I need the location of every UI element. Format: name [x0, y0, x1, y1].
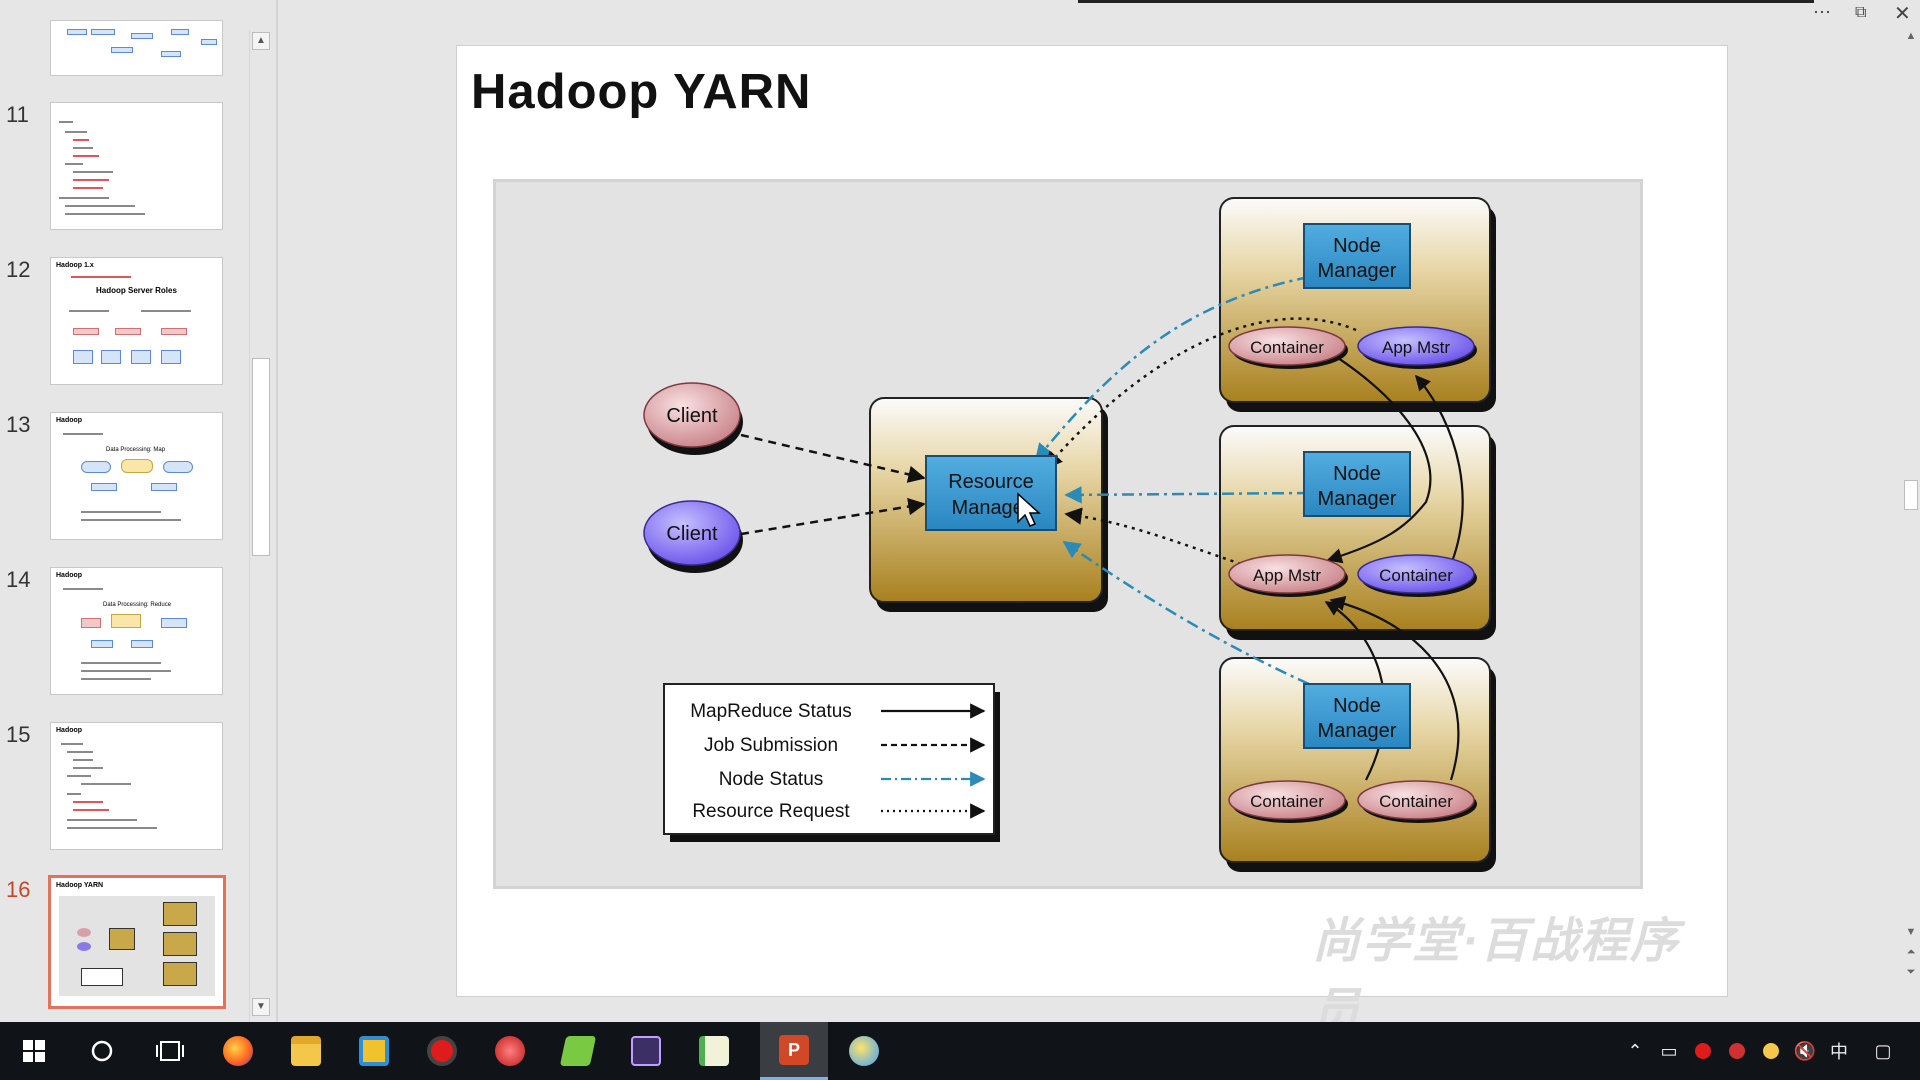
- slide-number: 16: [6, 877, 31, 902]
- slide-number: 15: [6, 722, 31, 747]
- mouse-cursor-icon: [1017, 492, 1041, 527]
- start-icon[interactable]: [0, 1022, 68, 1080]
- powerpoint-icon[interactable]: P: [760, 1022, 828, 1080]
- container-ellipse[interactable]: Container: [1357, 780, 1477, 823]
- app-green-icon[interactable]: [544, 1022, 612, 1080]
- file-explorer-icon[interactable]: [272, 1022, 340, 1080]
- scroll-down-button[interactable]: ▼: [252, 998, 270, 1016]
- slide-title[interactable]: Hadoop YARN: [471, 65, 812, 119]
- svg-text:Container: Container: [1250, 338, 1324, 357]
- restore-icon[interactable]: ⧉: [1855, 4, 1867, 21]
- scroll-down-button[interactable]: ▼: [1905, 926, 1917, 938]
- scrollbar-thumb[interactable]: [252, 358, 270, 556]
- scroll-up-button[interactable]: ▲: [252, 32, 270, 50]
- slide-thumbnail[interactable]: [50, 20, 223, 76]
- record-icon[interactable]: [1686, 1022, 1720, 1080]
- svg-text:Manager: Manager: [1318, 260, 1397, 282]
- svg-text:Node: Node: [1333, 235, 1381, 257]
- previous-slide-button[interactable]: ⏶: [1906, 946, 1916, 958]
- next-slide-button[interactable]: ⏷: [1906, 966, 1916, 978]
- app-master-ellipse[interactable]: App Mstr: [1228, 554, 1348, 597]
- node-manager-box[interactable]: Node Manager: [1303, 451, 1411, 517]
- battery-icon[interactable]: ▭: [1660, 1040, 1678, 1061]
- svg-text:Client: Client: [666, 523, 718, 545]
- svg-text:Resource: Resource: [948, 471, 1034, 493]
- slide-thumbnail[interactable]: Hadoop: [50, 722, 223, 850]
- job-submission-arrow: [740, 497, 926, 536]
- svg-text:Manager: Manager: [952, 497, 1031, 519]
- close-icon[interactable]: ✕: [1894, 3, 1911, 25]
- svg-text:Job Submission: Job Submission: [704, 735, 838, 756]
- progress-line: [1078, 0, 1814, 3]
- yarn-architecture-diagram[interactable]: Node Manager Node Manager Node Manager R…: [493, 179, 1643, 889]
- volume-muted-icon[interactable]: 🔇: [1793, 1040, 1817, 1061]
- chat-icon[interactable]: [830, 1022, 898, 1080]
- weather-icon[interactable]: [1754, 1022, 1788, 1080]
- watermark-logo: 尚学堂·百战程序员: [1312, 915, 1680, 1038]
- svg-text:Container: Container: [1379, 566, 1453, 585]
- node-manager-box[interactable]: Node Manager: [1303, 683, 1411, 749]
- container-ellipse[interactable]: Container: [1228, 780, 1348, 823]
- container-ellipse[interactable]: Container: [1357, 554, 1477, 597]
- mapreduce-status-arrow: [1324, 601, 1386, 781]
- slide-number: 11: [6, 102, 29, 127]
- resource-manager-box[interactable]: Resource Manager: [925, 455, 1057, 531]
- chevron-up-icon[interactable]: ⌃: [1627, 1040, 1643, 1061]
- scrollbar-thumb[interactable]: [1904, 480, 1918, 510]
- slide-thumbnail-selected[interactable]: Hadoop YARN: [48, 875, 226, 1009]
- node-manager-box[interactable]: Node Manager: [1303, 223, 1411, 289]
- svg-text:Resource Request: Resource Request: [692, 801, 850, 822]
- svg-text:Node Status: Node Status: [719, 769, 824, 790]
- slide-thumbnail[interactable]: Hadoop Data Processing: Map: [50, 412, 223, 540]
- slide-thumbnail-pane: 11 12 Hadoop 1.x Hadoop Server Roles: [0, 0, 278, 1022]
- pane-divider[interactable]: [276, 0, 278, 1022]
- input-method-indicator[interactable]: 中: [1830, 1042, 1848, 1062]
- app-red-icon[interactable]: [476, 1022, 544, 1080]
- svg-text:Container: Container: [1250, 792, 1324, 811]
- slide-thumbnail[interactable]: [50, 102, 223, 230]
- mapreduce-status-arrow: [1329, 596, 1460, 781]
- store-icon[interactable]: [340, 1022, 408, 1080]
- slide-number: 12: [6, 257, 31, 282]
- svg-text:App Mstr: App Mstr: [1382, 338, 1450, 357]
- scroll-up-button[interactable]: ▲: [1905, 30, 1917, 42]
- svg-text:Container: Container: [1379, 792, 1453, 811]
- node-status-arrow: [1064, 486, 1310, 504]
- slide-scrollbar[interactable]: ▲ ▼ ⏶ ⏷: [1902, 28, 1920, 994]
- slide-thumbnail[interactable]: Hadoop 1.x Hadoop Server Roles: [50, 257, 223, 385]
- diagram-legend[interactable]: MapReduce Status Job Submission Node Sta…: [663, 683, 1000, 842]
- mapreduce-status-arrow: [1414, 374, 1464, 577]
- slide-thumbnail[interactable]: Hadoop Data Processing: Reduce: [50, 567, 223, 695]
- slide-canvas[interactable]: Hadoop YARN: [456, 45, 1728, 1038]
- firefox-icon[interactable]: [204, 1022, 272, 1080]
- ide-icon[interactable]: [612, 1022, 680, 1080]
- svg-text:MapReduce Status: MapReduce Status: [690, 701, 852, 722]
- more-options-icon[interactable]: ⋯: [1813, 2, 1831, 22]
- cortana-icon[interactable]: [68, 1022, 136, 1080]
- client-ellipse[interactable]: Client: [643, 382, 743, 455]
- task-view-icon[interactable]: [136, 1022, 204, 1080]
- resource-request-arrow: [1064, 507, 1242, 566]
- app-master-ellipse[interactable]: App Mstr: [1357, 326, 1477, 369]
- notepad-icon[interactable]: [680, 1022, 748, 1080]
- slide-number: 14: [6, 567, 31, 592]
- taskbar: P ⌃ ▭ 🔇 中 ▢: [0, 1022, 1920, 1080]
- svg-text:Manager: Manager: [1318, 720, 1397, 742]
- app-tray-icon[interactable]: [1720, 1022, 1754, 1080]
- thumbnail-scrollbar[interactable]: ▲ ▼: [249, 30, 271, 1022]
- svg-text:Manager: Manager: [1318, 488, 1397, 510]
- svg-text:Node: Node: [1333, 695, 1381, 717]
- slide-number: 13: [6, 412, 31, 437]
- svg-text:Client: Client: [666, 405, 718, 427]
- container-ellipse[interactable]: Container: [1228, 326, 1348, 369]
- mapreduce-status-arrow: [1315, 343, 1432, 564]
- job-submission-arrow: [740, 433, 926, 483]
- recorder-icon[interactable]: [408, 1022, 476, 1080]
- notification-icon[interactable]: ▢: [1874, 1040, 1892, 1061]
- svg-text:Node: Node: [1333, 463, 1381, 485]
- client-ellipse[interactable]: Client: [643, 500, 743, 573]
- svg-text:App Mstr: App Mstr: [1253, 566, 1321, 585]
